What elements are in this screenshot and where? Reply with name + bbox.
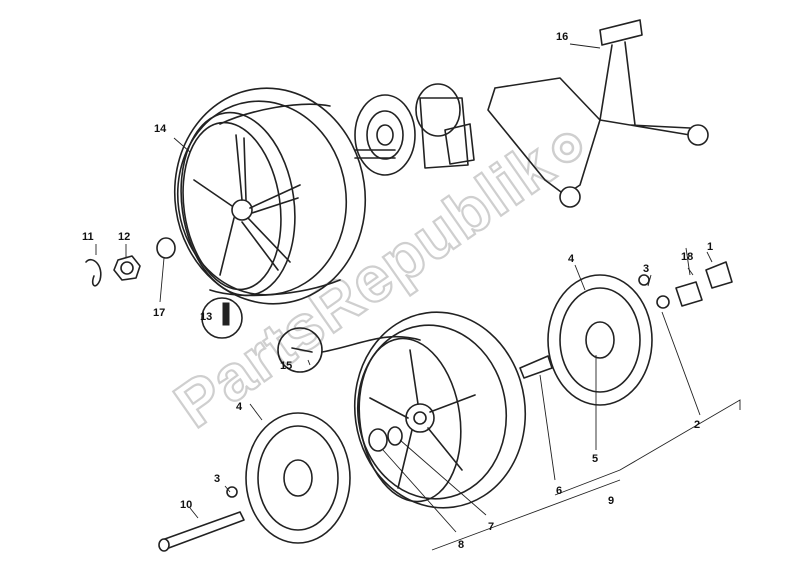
spacer-6 <box>519 355 553 379</box>
callout-12: 12 <box>118 231 130 243</box>
watermark-gear-icon <box>551 132 583 164</box>
rear-hub-assembly <box>354 83 475 176</box>
front-wheel <box>353 311 527 509</box>
callout-3-right: 3 <box>643 263 649 275</box>
valve-detail-15 <box>277 327 421 373</box>
rear-wheel <box>173 87 367 305</box>
front-axle-parts <box>158 261 733 552</box>
callout-4-right: 4 <box>568 253 575 265</box>
valve-detail-13 <box>201 297 243 339</box>
front-disc-left <box>245 412 351 544</box>
callout-10: 10 <box>180 499 192 511</box>
callout-4-left: 4 <box>236 401 243 413</box>
callout-3-left: 3 <box>214 473 220 485</box>
callout-5: 5 <box>592 453 598 465</box>
callout-6: 6 <box>556 485 562 497</box>
r-clip-11 <box>85 258 102 287</box>
callout-16: 16 <box>556 31 568 43</box>
leader-lines <box>95 43 741 551</box>
callout-2: 2 <box>694 419 700 431</box>
callout-1: 1 <box>707 241 713 253</box>
callout-7: 7 <box>488 521 494 533</box>
cap-17 <box>156 237 176 259</box>
paddock-stand <box>487 19 709 208</box>
callout-18: 18 <box>681 251 693 263</box>
front-disc-right <box>547 274 653 406</box>
callout-14: 14 <box>154 123 167 135</box>
callout-13: 13 <box>200 311 212 323</box>
callout-8: 8 <box>458 539 464 551</box>
callout-17: 17 <box>153 307 165 319</box>
front-axle-10 <box>161 511 245 550</box>
callout-11: 11 <box>82 231 94 243</box>
callout-15: 15 <box>280 360 292 372</box>
rear-hardware <box>85 237 243 339</box>
callout-9: 9 <box>608 495 614 507</box>
callouts: 1 2 3 3 4 4 5 6 7 8 9 10 11 12 13 14 15 … <box>82 31 713 551</box>
wheel-nut-12 <box>113 255 141 281</box>
